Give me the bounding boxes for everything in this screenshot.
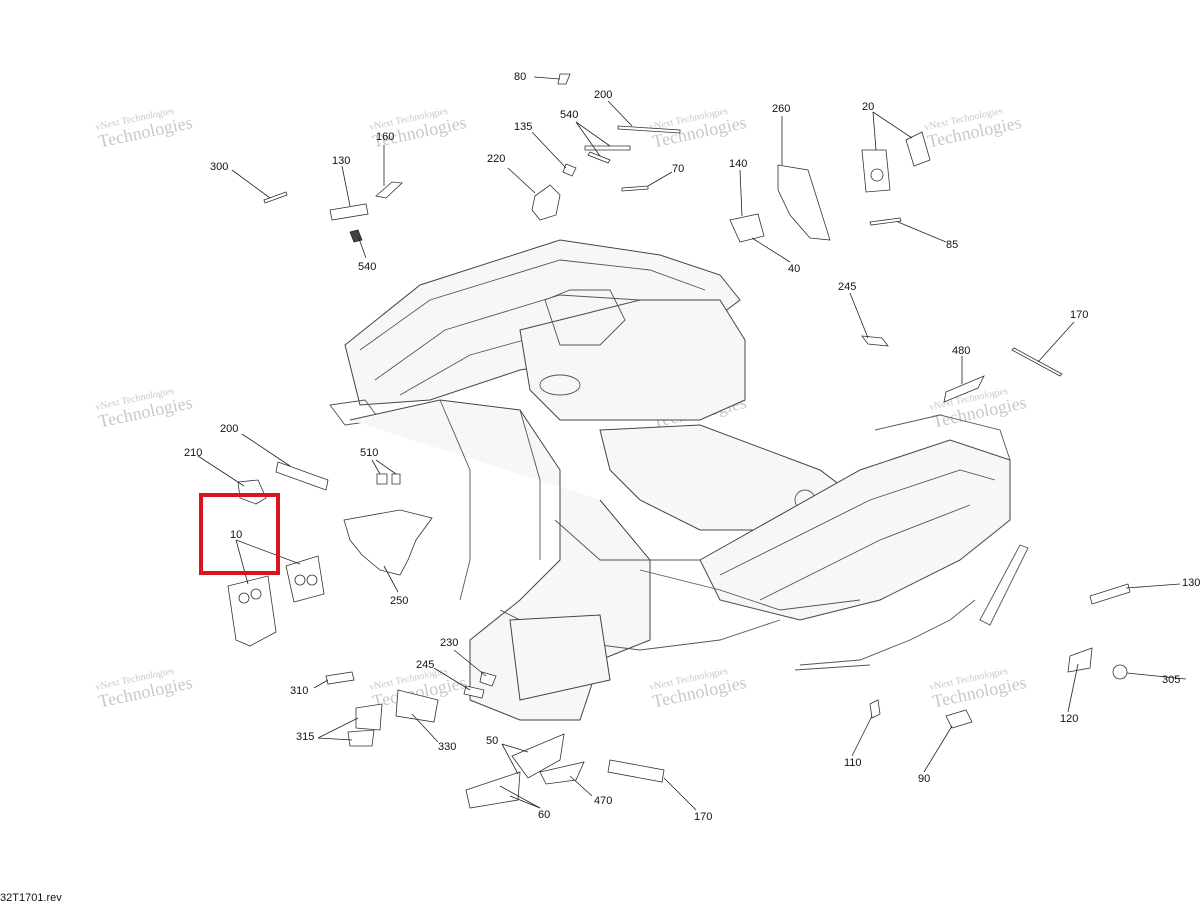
part-510-a [376, 473, 388, 485]
part-80 [557, 73, 571, 85]
callout-40: 40 [788, 263, 800, 275]
callout-120: 120 [1060, 713, 1078, 725]
part-110 [869, 699, 881, 719]
part-540-top [584, 145, 631, 151]
part-10-a-ring [250, 588, 262, 600]
part-85 [869, 217, 902, 226]
part-50 [511, 733, 565, 779]
rear-rack [699, 439, 1011, 621]
callout-245: 245 [838, 281, 856, 293]
part-60 [465, 771, 521, 809]
part-210 [237, 479, 267, 505]
callout-470: 470 [594, 795, 612, 807]
atv-body-illustration [329, 239, 1029, 721]
callout-310: 310 [290, 685, 308, 697]
part-20-b [905, 131, 931, 167]
callout-315: 315 [296, 731, 314, 743]
callout-60: 60 [538, 809, 550, 821]
decal-parts [227, 73, 1131, 809]
callout-250: 250 [390, 595, 408, 607]
part-10-b-ring [306, 574, 318, 586]
leader-lines [197, 76, 1187, 811]
callout-20: 20 [862, 101, 874, 113]
part-540-top-b [587, 151, 611, 164]
callout-230: 230 [440, 637, 458, 649]
part-135 [562, 163, 577, 177]
callout-220: 220 [487, 153, 505, 165]
part-245-right [861, 335, 889, 347]
callout-80: 80 [514, 71, 526, 83]
callout-50: 50 [486, 735, 498, 747]
highlight-box [199, 493, 280, 575]
part-300 [263, 191, 288, 204]
callout-130: 130 [1182, 577, 1200, 589]
callout-540: 540 [560, 109, 578, 121]
callout-300: 300 [210, 161, 228, 173]
part-310 [325, 671, 355, 685]
part-230 [479, 671, 497, 687]
part-130-top [329, 203, 369, 221]
callout-245: 245 [416, 659, 434, 671]
callout-170: 170 [1070, 309, 1088, 321]
part-480 [943, 375, 985, 403]
part-10-a [227, 575, 277, 647]
hood [519, 299, 746, 421]
callout-10: 10 [230, 529, 242, 541]
part-540-left [349, 229, 363, 243]
part-130-right [1089, 583, 1131, 605]
callout-70: 70 [672, 163, 684, 175]
callout-110: 110 [844, 757, 862, 769]
callout-170: 170 [694, 811, 712, 823]
part-90 [945, 709, 973, 729]
callout-480: 480 [952, 345, 970, 357]
part-260 [777, 164, 831, 241]
callout-260: 260 [772, 103, 790, 115]
callout-305: 305 [1162, 674, 1180, 686]
part-220 [531, 184, 561, 221]
part-120 [1067, 647, 1093, 673]
callout-510: 510 [360, 447, 378, 459]
part-510-b [391, 473, 401, 485]
callout-160: 160 [376, 131, 394, 143]
callout-85: 85 [946, 239, 958, 251]
part-200-top [617, 125, 681, 134]
part-10-a-ring [238, 592, 250, 604]
part-20-a-dial [870, 168, 884, 182]
callout-200: 200 [594, 89, 612, 101]
part-315-b [347, 729, 375, 747]
part-330 [395, 689, 439, 723]
callout-200: 200 [220, 423, 238, 435]
part-305 [1112, 664, 1128, 680]
callout-210: 210 [184, 447, 202, 459]
part-170-right [1011, 347, 1063, 377]
callout-330: 330 [438, 741, 456, 753]
callout-140: 140 [729, 158, 747, 170]
footwell [509, 614, 611, 701]
part-70 [621, 185, 649, 192]
callout-90: 90 [918, 773, 930, 785]
callout-135: 135 [514, 121, 532, 133]
callout-labels: 80 200 540 135 220 70 160 130 300 540 26… [184, 71, 1200, 823]
callout-130: 130 [332, 155, 350, 167]
part-170-bottom [607, 759, 665, 783]
document-code: 32T1701.rev [0, 892, 62, 904]
part-200-left [275, 461, 329, 491]
callout-540: 540 [358, 261, 376, 273]
part-140 [729, 213, 765, 243]
part-250 [343, 509, 433, 576]
part-10-b-ring [294, 574, 306, 586]
part-315-a [355, 703, 383, 731]
part-160 [375, 181, 403, 199]
